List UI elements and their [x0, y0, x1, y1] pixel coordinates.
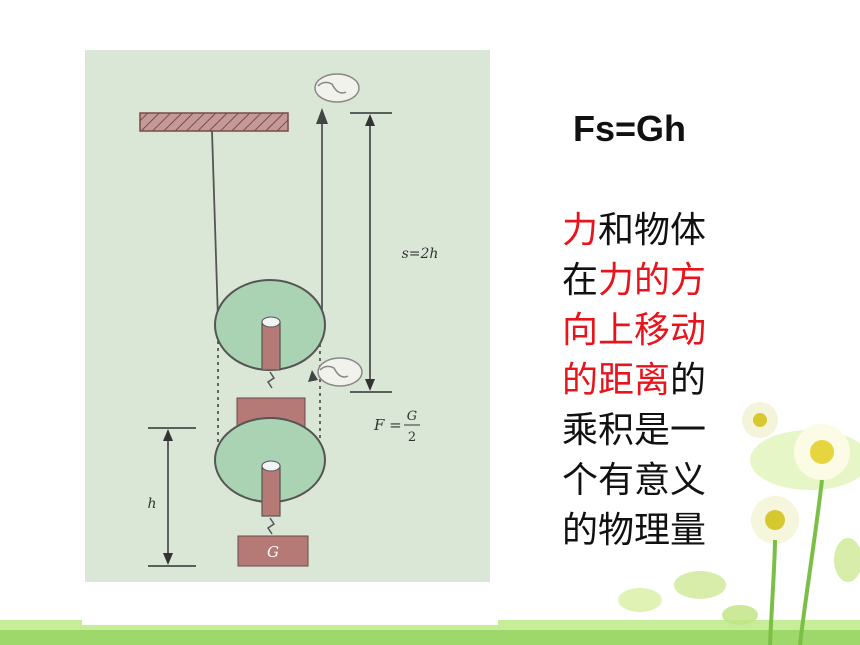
explanation-segment: 向上移动: [562, 310, 707, 351]
explanation-segment: 和物体: [598, 210, 707, 251]
force-label: F =: [373, 416, 402, 434]
upper-pulley: [214, 279, 326, 389]
rope-arrow-icon: [316, 108, 328, 124]
explanation-line: 力和物体: [562, 206, 742, 256]
hand-icon: [314, 73, 360, 103]
weight-label: G: [267, 543, 279, 561]
explanation-line: 乘积是一: [562, 406, 742, 456]
ceiling: [139, 112, 289, 132]
explanation-segment: 力的方: [598, 260, 707, 301]
s-dimension: [350, 112, 392, 393]
explanation-segment: 在: [562, 260, 599, 301]
h-label: h: [147, 496, 156, 512]
explanation-segment: 个有意义: [562, 460, 707, 501]
explanation-line: 个有意义: [562, 456, 742, 506]
flower-icon: [742, 402, 850, 544]
s-label: s=2h: [402, 246, 439, 262]
explanation-segment: 的: [670, 360, 707, 401]
rope-arrow-icon: [308, 370, 318, 382]
explanation-segment: 的物理量: [562, 510, 707, 551]
explanation-segment: 的距离: [562, 360, 671, 401]
ropes: [211, 118, 323, 460]
explanation-line: 的物理量: [562, 506, 742, 556]
explanation-line: 向上移动: [562, 306, 742, 356]
force-denominator: 2: [408, 430, 416, 445]
lower-pulley: [214, 417, 326, 535]
weight-block: [237, 535, 309, 567]
explanation-text: 力和物体 在力的方 向上移动 的距离的 乘积是一 个有意义 的物理量: [562, 206, 742, 556]
explanation-line: 的距离的: [562, 356, 742, 406]
hand-icon: [317, 357, 363, 387]
formula: Fs=Gh: [573, 108, 687, 149]
explanation-segment: 力: [562, 210, 599, 251]
explanation-line: 在力的方: [562, 256, 742, 306]
force-numerator: G: [407, 409, 417, 424]
explanation-segment: 乘积是一: [562, 410, 707, 451]
h-dimension: [148, 427, 196, 567]
